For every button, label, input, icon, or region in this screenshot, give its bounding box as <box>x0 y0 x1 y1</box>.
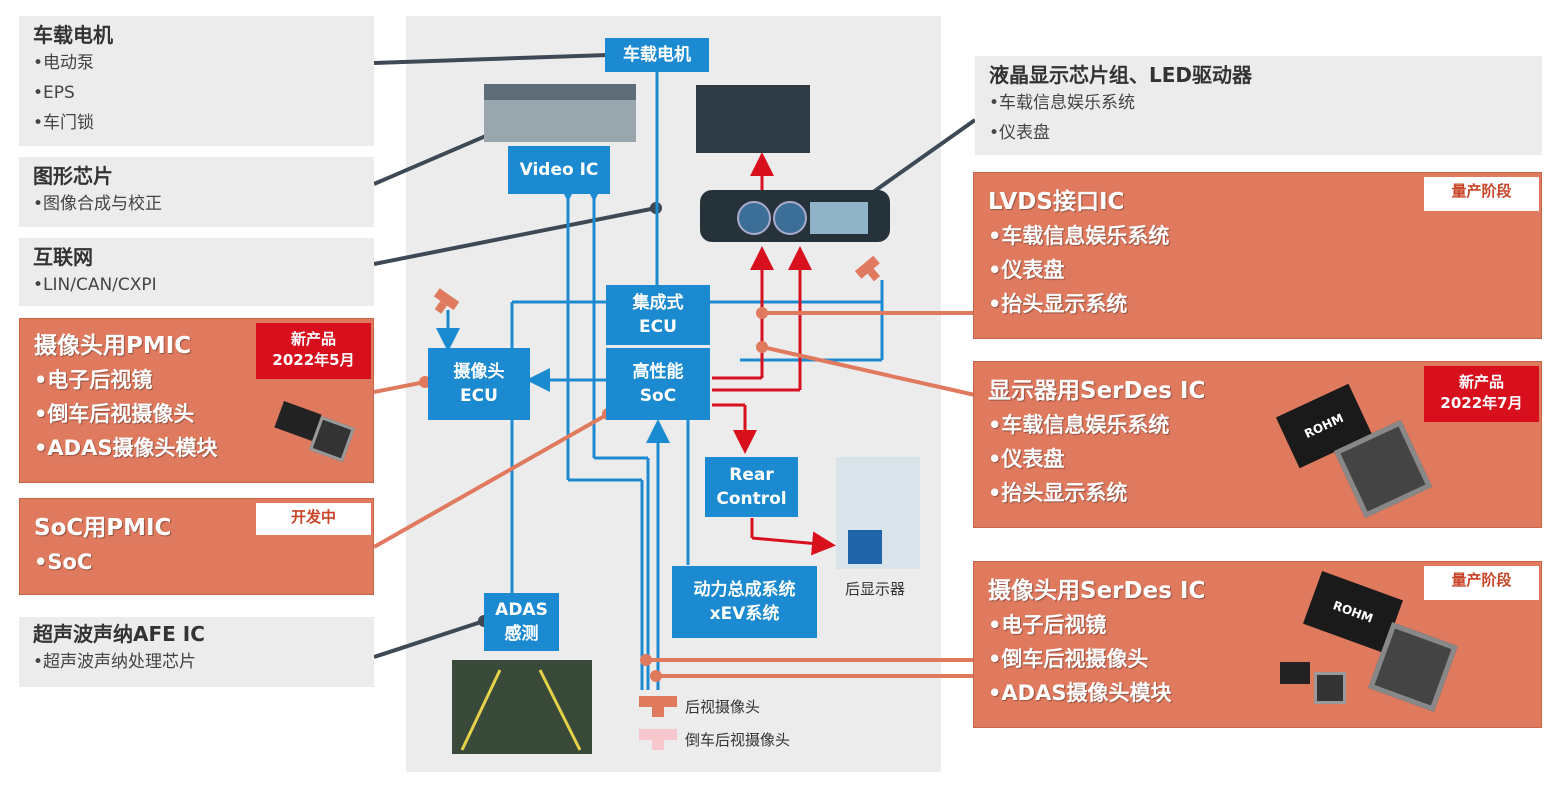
motor-box: 车载电机 •电动泵 •EPS •车门锁 <box>19 16 374 146</box>
graphics-title: 图形芯片 <box>33 164 113 188</box>
lvds-item: •车载信息娱乐系统 <box>988 224 1170 248</box>
adas-block: ADAS 感测 <box>484 593 559 651</box>
display-serdes-box: 显示器用SerDes IC •车载信息娱乐系统 •仪表盘 •抬头显示系统 新产品… <box>973 361 1542 528</box>
sonar-item: •超声波声纳处理芯片 <box>33 652 197 672</box>
block-label: 高性能 <box>632 362 684 382</box>
chip-image <box>1314 672 1346 704</box>
camera-serdes-title: 摄像头用SerDes IC <box>988 578 1206 604</box>
block-label: ECU <box>639 317 677 337</box>
display-serdes-item: •抬头显示系统 <box>988 481 1128 505</box>
block-label: SoC <box>639 386 677 406</box>
motor-item: •车门锁 <box>33 113 95 133</box>
camera-pmic-item: •电子后视镜 <box>34 368 153 392</box>
block-label: Control <box>716 489 787 509</box>
mass-production-badge: 量产阶段 <box>1424 177 1539 211</box>
camera-icon-ecu <box>433 288 460 314</box>
block-label: 动力总成系统 <box>693 580 796 600</box>
graphics-box: 图形芯片 •图像合成与校正 <box>19 157 374 227</box>
video-ic-block: Video IC <box>508 146 610 194</box>
block-label: 感测 <box>504 624 539 644</box>
reverse-camera-label: 倒车后视摄像头 <box>685 731 791 749</box>
motor-title: 车载电机 <box>33 23 113 47</box>
in-development-badge: 开发中 <box>256 503 371 535</box>
rear-camera-icon <box>639 696 677 717</box>
block-label: Rear <box>729 465 774 485</box>
camera-ecu-block: 摄像头 ECU <box>428 348 530 420</box>
lcd-box: 液晶显示芯片组、LED驱动器 •车载信息娱乐系统 •仪表盘 <box>975 56 1542 155</box>
block-label: 摄像头 <box>453 362 505 382</box>
badge-line: 2022年5月 <box>272 351 355 369</box>
badge-line: 新产品 <box>1458 373 1504 391</box>
badge-line: 2022年7月 <box>1440 394 1523 412</box>
rear-camera-label: 后视摄像头 <box>685 698 761 716</box>
callout-sonar <box>373 619 485 659</box>
powertrain-block: 动力总成系统 xEV系统 <box>672 566 817 638</box>
lvds-box: LVDS接口IC •车载信息娱乐系统 •仪表盘 •抬头显示系统 量产阶段 <box>973 172 1542 339</box>
motor-block: 车载电机 <box>605 38 709 72</box>
network-title: 互联网 <box>33 245 93 269</box>
graphics-item: •图像合成与校正 <box>33 194 163 214</box>
camera-pmic-title: 摄像头用PMIC <box>34 333 192 359</box>
display-serdes-item: •仪表盘 <box>988 447 1065 471</box>
display-serdes-item: •车载信息娱乐系统 <box>988 413 1170 437</box>
lcd-item: •车载信息娱乐系统 <box>989 93 1136 113</box>
lvds-item: •仪表盘 <box>988 258 1065 282</box>
block-label: Video IC <box>519 160 599 180</box>
display-serdes-title: 显示器用SerDes IC <box>988 378 1206 404</box>
block-label: 车载电机 <box>623 45 691 65</box>
block-label: ECU <box>460 386 498 406</box>
sonar-title: 超声波声纳AFE IC <box>33 622 205 646</box>
camera-pmic-box: 摄像头用PMIC •电子后视镜 •倒车后视摄像头 •ADAS摄像头模块 新产品 … <box>19 318 374 483</box>
soc-pmic-box: SoC用PMIC •SoC 开发中 <box>19 498 374 595</box>
lcd-item: •仪表盘 <box>989 123 1051 143</box>
sonar-box: 超声波声纳AFE IC •超声波声纳处理芯片 <box>19 617 374 687</box>
mass-production-badge: 量产阶段 <box>1424 566 1539 600</box>
camera-serdes-box: 摄像头用SerDes IC •电子后视镜 •倒车后视摄像头 •ADAS摄像头模块… <box>973 561 1542 728</box>
block-label: 集成式 <box>632 293 684 313</box>
camera-serdes-item: •电子后视镜 <box>988 613 1107 637</box>
integrated-ecu-block: 集成式 ECU <box>606 285 710 345</box>
callout-motor <box>373 53 609 65</box>
block-label: xEV系统 <box>709 604 780 624</box>
motor-item: •电动泵 <box>33 53 95 73</box>
lvds-item: •抬头显示系统 <box>988 292 1128 316</box>
new-product-badge: 新产品 2022年5月 <box>256 323 371 379</box>
new-product-badge: 新产品 2022年7月 <box>1424 366 1539 422</box>
rear-control-block: Rear Control <box>705 457 798 517</box>
camera-pmic-item: •倒车后视摄像头 <box>34 402 195 426</box>
soc-pmic-item: •SoC <box>34 550 93 574</box>
network-box: 互联网 •LIN/CAN/CXPI <box>19 238 374 306</box>
camera-pmic-item: •ADAS摄像头模块 <box>34 436 218 460</box>
callout-network <box>373 206 657 266</box>
network-item: •LIN/CAN/CXPI <box>33 275 157 295</box>
motor-item: •EPS <box>33 83 75 103</box>
soc-pmic-title: SoC用PMIC <box>34 515 172 541</box>
rear-display-label: 后显示器 <box>845 580 906 598</box>
chip-image <box>1280 662 1310 684</box>
reverse-camera-icon <box>639 729 677 750</box>
lcd-title: 液晶显示芯片组、LED驱动器 <box>989 63 1253 87</box>
badge-line: 新产品 <box>290 330 336 348</box>
soc-block: 高性能 SoC <box>606 348 710 420</box>
camera-serdes-item: •ADAS摄像头模块 <box>988 681 1172 705</box>
block-label: ADAS <box>495 600 548 620</box>
camera-icon-display <box>854 255 881 282</box>
camera-serdes-item: •倒车后视摄像头 <box>988 647 1149 671</box>
lvds-title: LVDS接口IC <box>988 189 1125 215</box>
